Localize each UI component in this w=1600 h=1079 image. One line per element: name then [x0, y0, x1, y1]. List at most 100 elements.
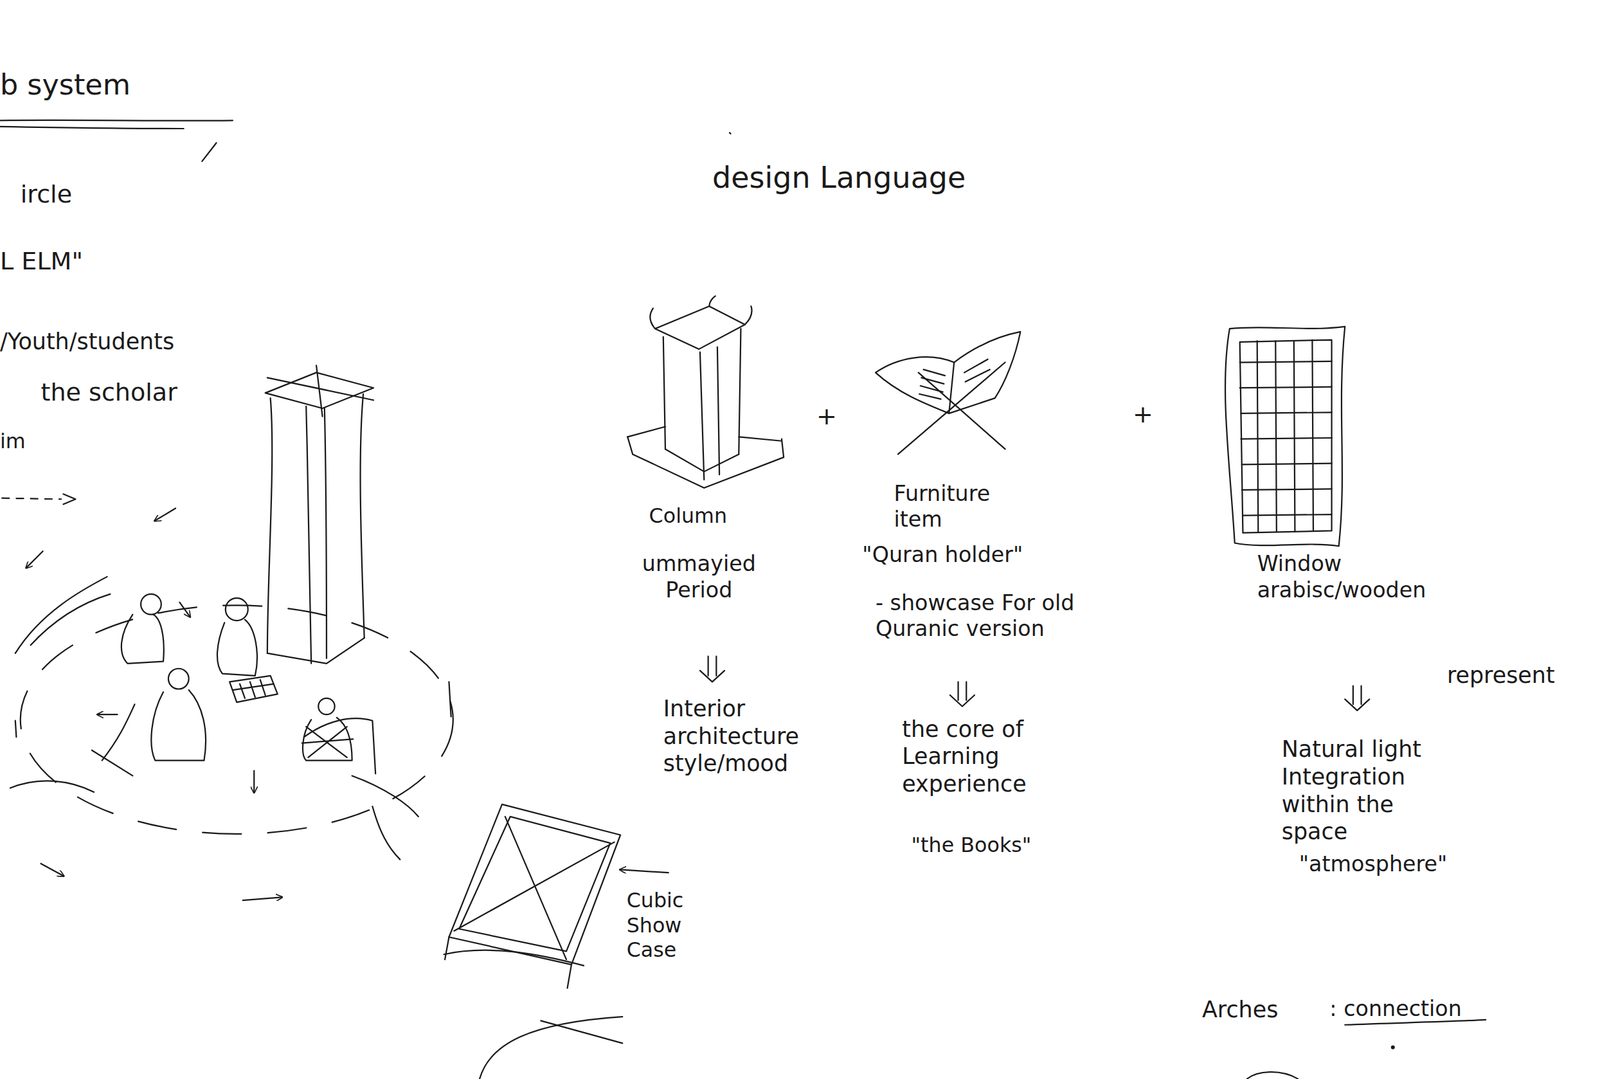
- circle-scene: [40, 863, 63, 876]
- connection-underline: [1247, 1071, 1298, 1079]
- item-note: ummayied Period: [632, 550, 765, 603]
- circle-scene: [225, 597, 249, 621]
- circle-scene: [102, 703, 135, 760]
- plus-sign: +: [816, 401, 837, 431]
- item-note: - showcase For old Quranic version: [875, 590, 1142, 643]
- circle-scene: [179, 602, 190, 617]
- cubic-showcase: [540, 1020, 623, 1043]
- cubic-showcase: [444, 936, 572, 988]
- circle-scene: [91, 750, 133, 776]
- note-text: the scholar: [40, 377, 177, 407]
- circle-scene: [360, 394, 365, 638]
- circle-scene: [97, 713, 117, 715]
- circle-scene: [217, 619, 258, 676]
- connection-underline: [1247, 1019, 1486, 1079]
- circle-scene: [232, 679, 274, 699]
- circle-scene: [168, 668, 189, 690]
- meaning-text: "the Books": [911, 832, 1032, 858]
- column-icon: [665, 448, 739, 472]
- column-icon: [627, 295, 784, 488]
- circle-scene: [140, 593, 162, 615]
- note-text: /Youth/students: [0, 327, 175, 356]
- circle-scene: [242, 896, 282, 900]
- note-text: ircle: [20, 179, 72, 209]
- circle-scene: [15, 576, 108, 654]
- stray-dot: [729, 132, 731, 134]
- dashed-arrow: [62, 493, 76, 504]
- plus-sign: +: [1132, 399, 1154, 429]
- circle-scene: [10, 365, 454, 900]
- circle-scene: [267, 397, 272, 654]
- circle-scene: [121, 614, 164, 664]
- arabesque-window-icon: [1257, 340, 1314, 532]
- arabesque-window-icon: [1225, 326, 1345, 546]
- circle-scene: [15, 681, 452, 737]
- column-icon: [663, 336, 666, 450]
- cubic-showcase: [620, 869, 669, 873]
- cubic-showcase: [448, 804, 621, 965]
- dashed-arrow: [1, 498, 62, 500]
- meaning-text: the core of Learning experience: [901, 715, 1045, 798]
- note-text: L ELM": [0, 246, 83, 276]
- circle-scene: [154, 508, 176, 521]
- item-label: Column: [649, 503, 728, 529]
- circle-scene: [26, 550, 43, 567]
- double-down-arrow: [700, 656, 1370, 711]
- section-heading: b system: [0, 67, 131, 103]
- circle-scene: [352, 775, 419, 816]
- heading-underline: [0, 119, 233, 122]
- cubic-showcase: [479, 1016, 623, 1079]
- double-down-arrow: [950, 681, 975, 706]
- circle-scene: [253, 770, 255, 792]
- column-icon: [717, 347, 720, 475]
- circle-scene: [10, 780, 94, 792]
- meaning-text: Interior architecture style/mood: [663, 694, 848, 778]
- quran-holder-icon: [918, 372, 1006, 449]
- diagram-title: design Language: [712, 159, 966, 196]
- circle-scene: [30, 593, 111, 645]
- note-text: represent: [1447, 661, 1556, 690]
- double-down-arrow: [700, 656, 725, 683]
- column-icon: [627, 426, 782, 441]
- heading-underline: [0, 120, 233, 162]
- circle-scene: [229, 675, 278, 702]
- circle-scene: [318, 698, 335, 715]
- circle-scene: [324, 408, 327, 659]
- column-icon: [700, 352, 704, 480]
- column-icon: [650, 295, 753, 329]
- circle-scene: [305, 406, 312, 664]
- quran-holder-icon: [898, 362, 1006, 455]
- column-icon: [738, 328, 741, 454]
- callout-label: Cubic Show Case: [626, 887, 719, 963]
- heading-underline: [201, 142, 216, 162]
- quran-holder-icon: [875, 331, 1021, 454]
- note-text: Arches: [1202, 995, 1278, 1024]
- heading-underline: [0, 126, 184, 129]
- column-icon: [655, 305, 746, 350]
- circle-scene: [372, 806, 400, 860]
- quran-holder-icon: [875, 356, 954, 414]
- note-text: im: [0, 428, 26, 454]
- column-icon: [627, 436, 784, 488]
- cubic-showcase: [444, 950, 584, 966]
- item-label: Furniture item: [894, 480, 1017, 533]
- cubic-showcase: [453, 816, 614, 960]
- circle-scene: [151, 689, 206, 761]
- sketch-illustration: [0, 120, 1486, 1079]
- arabesque-window-icon: [1225, 326, 1345, 546]
- arabesque-window-icon: [1240, 361, 1332, 516]
- circle-scene: [267, 637, 365, 664]
- circle-scene: [267, 365, 374, 416]
- meaning-text: Natural light Integration within the spa…: [1281, 735, 1466, 845]
- item-note: "Quran holder": [862, 541, 1023, 569]
- circle-scene: [304, 718, 376, 774]
- arabesque-window-icon: [1240, 340, 1332, 533]
- note-text: : connection: [1329, 995, 1462, 1023]
- dashed-arrow: [1, 493, 76, 504]
- circle-scene: [20, 604, 454, 834]
- double-down-arrow: [1344, 685, 1370, 711]
- meaning-text: "atmosphere": [1299, 851, 1448, 878]
- circle-scene: [302, 726, 353, 758]
- connection-underline: [1391, 1045, 1395, 1049]
